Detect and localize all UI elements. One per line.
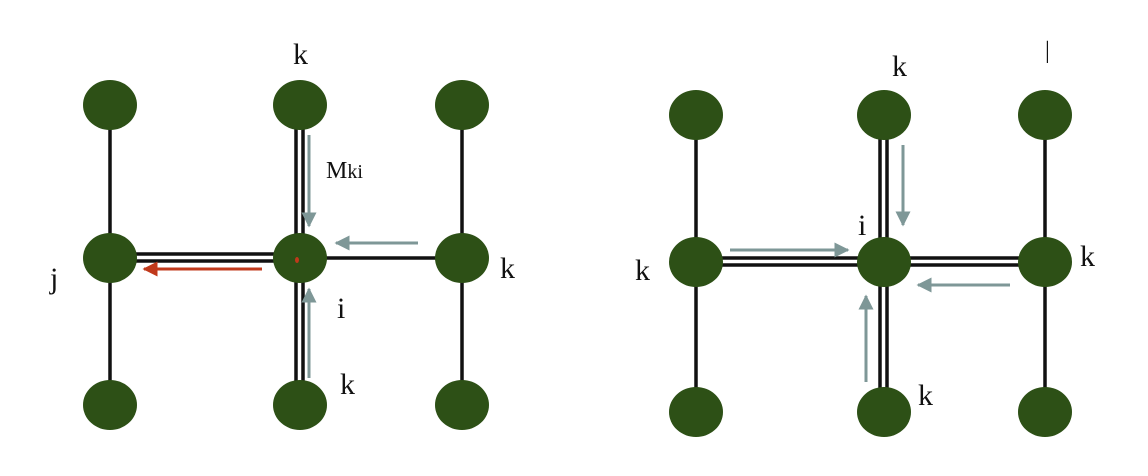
right-node-top-center <box>857 90 911 140</box>
right-nodes <box>669 90 1072 437</box>
right-node-bottom-right <box>1018 387 1072 437</box>
right-node-k-right <box>1018 237 1072 287</box>
left-nodes <box>83 80 489 430</box>
left-label-j: j <box>49 262 58 295</box>
left-label-top-k: k <box>293 38 308 71</box>
left-node-j <box>83 233 137 283</box>
right-node-bottom-center <box>857 387 911 437</box>
left-node-i-red-dot <box>295 257 299 263</box>
left-label-mki: Mki <box>326 158 363 184</box>
right-label-right-k: k <box>1080 240 1095 273</box>
right-label-bottom-k: k <box>918 379 933 412</box>
left-node-i <box>273 233 327 283</box>
left-message-arrows <box>142 135 418 378</box>
right-label-left-k: k <box>635 254 650 287</box>
right-node-bottom-left <box>669 387 723 437</box>
right-node-i <box>857 237 911 287</box>
right-label-i: i <box>858 209 866 242</box>
left-label-bottom-k: k <box>340 368 355 401</box>
left-node-bottom-center <box>273 380 327 430</box>
left-node-bottom-left <box>83 380 137 430</box>
right-node-top-left <box>669 90 723 140</box>
left-node-k-right <box>435 233 489 283</box>
right-message-arrows <box>730 145 1010 382</box>
left-node-bottom-right <box>435 380 489 430</box>
right-node-k-left <box>669 237 723 287</box>
left-label-right-k: k <box>500 252 515 285</box>
left-node-top-left <box>83 80 137 130</box>
left-label-i: i <box>337 292 345 325</box>
right-label-top-k: k <box>892 50 907 83</box>
right-node-top-right <box>1018 90 1072 140</box>
right-stray-mark: | <box>1045 38 1050 64</box>
left-graph: k Mki j k i k <box>49 38 515 430</box>
right-graph: k i k k k | <box>635 38 1095 437</box>
left-node-top-center <box>273 80 327 130</box>
left-node-top-right <box>435 80 489 130</box>
